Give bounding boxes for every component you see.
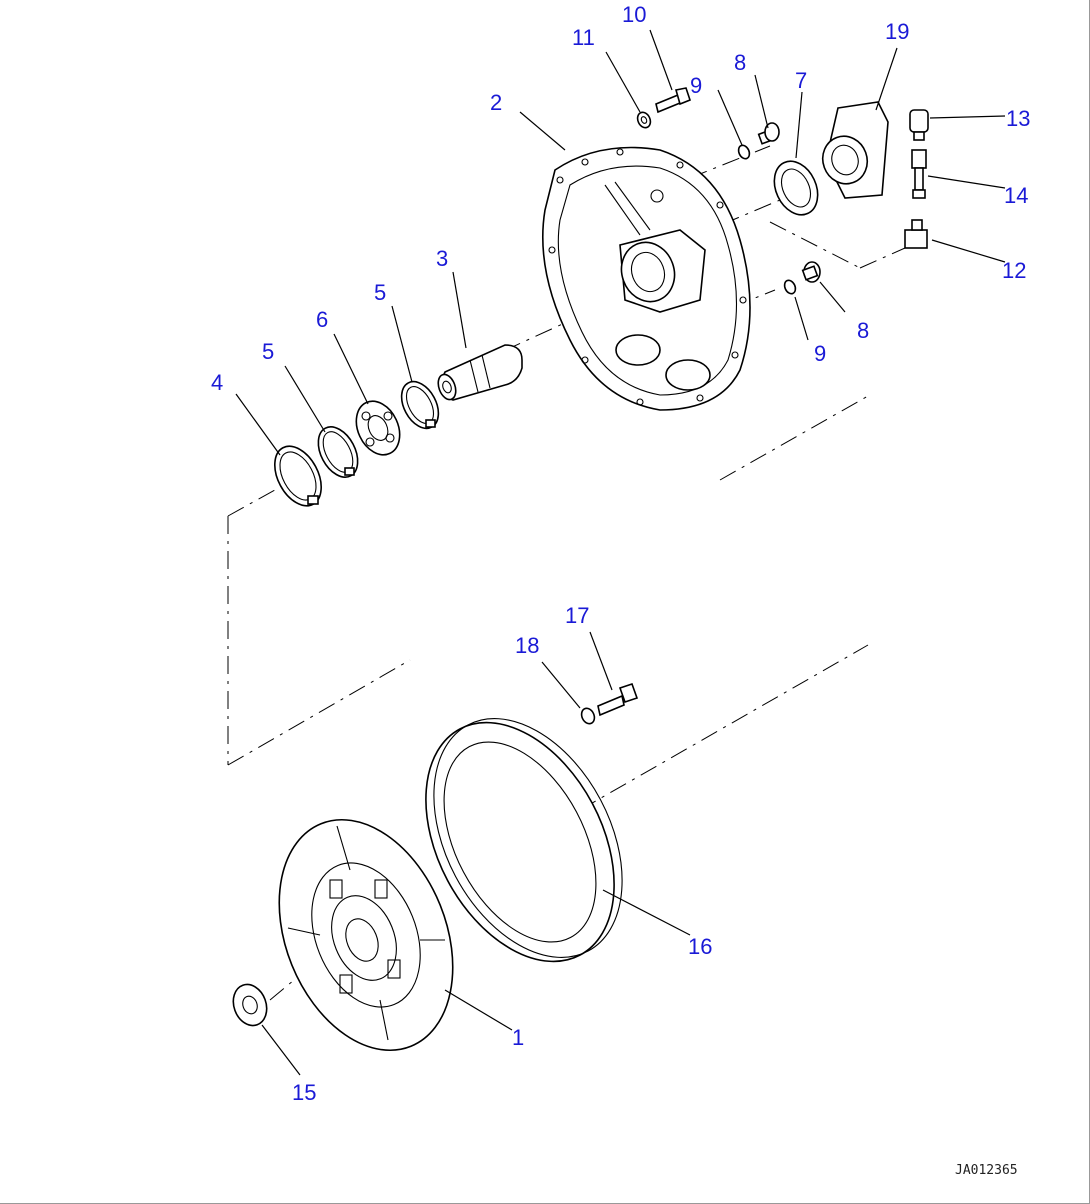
- part-3-shaft: [437, 344, 523, 401]
- callout-1: 1: [512, 1025, 524, 1050]
- part-8-plug-top: [757, 122, 780, 145]
- part-15-coupling: [232, 983, 268, 1027]
- part-17-bolt: [597, 682, 639, 717]
- part-10-bolt: [655, 87, 691, 114]
- part-9-o-ring-top: [737, 144, 751, 160]
- callout-14: 14: [1004, 183, 1028, 208]
- callout-2: 2: [490, 90, 502, 115]
- callout-11: 11: [572, 25, 595, 50]
- callout-8b: 8: [857, 318, 869, 343]
- callout-5a: 5: [262, 339, 274, 364]
- callout-5b: 5: [374, 280, 386, 305]
- callout-19: 19: [885, 19, 909, 44]
- part-5-snap-ring-left: [317, 426, 359, 478]
- callout-15: 15: [292, 1080, 316, 1105]
- part-11-washer: [636, 111, 652, 129]
- part-1-damper-disc: [278, 818, 454, 1052]
- part-9-o-ring-lower: [783, 279, 797, 295]
- part-18-washer: [580, 707, 596, 725]
- callout-12: 12: [1002, 258, 1026, 283]
- part-19-bearing-housing: [821, 101, 889, 199]
- part-16-ring-gear: [425, 718, 623, 963]
- callout-10: 10: [622, 2, 646, 27]
- part-13-sensor: [909, 109, 929, 141]
- callout-8a: 8: [734, 50, 746, 75]
- callouts: 1 2 3 4 5 5 6 7 8 8 9 9 10 11 12 13 14 1…: [211, 2, 1030, 1105]
- part-12-fitting: [904, 219, 928, 249]
- callout-16: 16: [688, 934, 712, 959]
- part-2-flywheel-housing: [542, 146, 751, 411]
- callout-7: 7: [795, 68, 807, 93]
- callout-17: 17: [565, 603, 589, 628]
- callout-9b: 9: [814, 341, 826, 366]
- part-8-plug-lower: [801, 261, 821, 283]
- part-5-snap-ring-right: [400, 380, 440, 430]
- part-7-oil-seal: [773, 160, 819, 216]
- callout-18: 18: [515, 633, 539, 658]
- callout-4: 4: [211, 370, 223, 395]
- callout-6: 6: [316, 307, 328, 332]
- callout-13: 13: [1006, 106, 1030, 131]
- part-4-snap-ring: [274, 445, 322, 507]
- leader-lines: [235, 29, 1006, 1076]
- part-14-rod: [911, 149, 927, 199]
- drawing-code: JA012365: [955, 1163, 1018, 1178]
- callout-3: 3: [436, 246, 448, 271]
- part-6-bearing: [355, 400, 401, 456]
- callout-9a: 9: [690, 73, 702, 98]
